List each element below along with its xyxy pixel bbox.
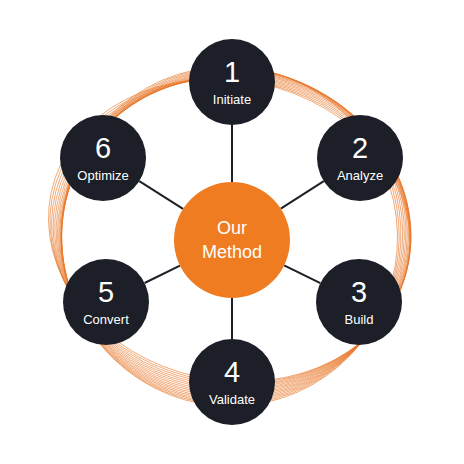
spoke-line <box>284 265 320 283</box>
spoke-line <box>145 266 180 283</box>
circle-shape <box>174 182 290 298</box>
step-number: 4 <box>224 356 240 388</box>
swirl-line <box>21 27 439 444</box>
step-number: 5 <box>98 276 114 308</box>
spoke-connector <box>232 298 233 339</box>
circle-fill <box>189 339 275 425</box>
spoke-line <box>231 125 233 182</box>
circle-fill <box>63 259 149 345</box>
spoke-line <box>231 298 233 339</box>
swirl-line <box>35 43 430 427</box>
step-label: Analyze <box>337 168 383 184</box>
step-label: Validate <box>209 392 255 408</box>
spoke-line <box>281 181 324 209</box>
swirl-line <box>31 37 434 433</box>
center-label: Our Method <box>187 216 277 264</box>
circle-fill <box>316 259 402 345</box>
swirl-line <box>20 46 438 415</box>
step-number: 3 <box>351 276 367 308</box>
spoke-line <box>139 181 183 209</box>
circle-fill <box>317 115 403 201</box>
center-circle: Our Method <box>174 182 290 298</box>
swirl-line <box>26 50 435 411</box>
spoke-connector <box>139 181 183 209</box>
circle-fill <box>60 115 146 201</box>
step-circle: 5Convert <box>63 259 149 345</box>
step-label: Initiate <box>213 92 251 108</box>
step-circle: 4Validate <box>189 339 275 425</box>
step-circle: 3Build <box>316 259 402 345</box>
step-label: Convert <box>83 312 129 328</box>
spoke-connector <box>281 181 324 209</box>
spoke-connector <box>145 266 180 283</box>
spoke-connector <box>232 125 233 182</box>
swirl-line <box>17 23 442 450</box>
step-label: Build <box>345 312 374 328</box>
step-circle: 2Analyze <box>317 115 403 201</box>
step-number: 1 <box>224 56 240 88</box>
step-circle: 6Optimize <box>60 115 146 201</box>
step-number: 2 <box>352 132 368 164</box>
circle-fill <box>174 182 290 298</box>
step-circle: 1Initiate <box>189 39 275 125</box>
step-number: 6 <box>95 132 111 164</box>
swirl-line <box>26 32 437 439</box>
circle-fill <box>189 39 275 125</box>
spoke-connector <box>284 265 320 283</box>
step-label: Optimize <box>77 168 128 184</box>
swirl-line <box>40 49 427 421</box>
